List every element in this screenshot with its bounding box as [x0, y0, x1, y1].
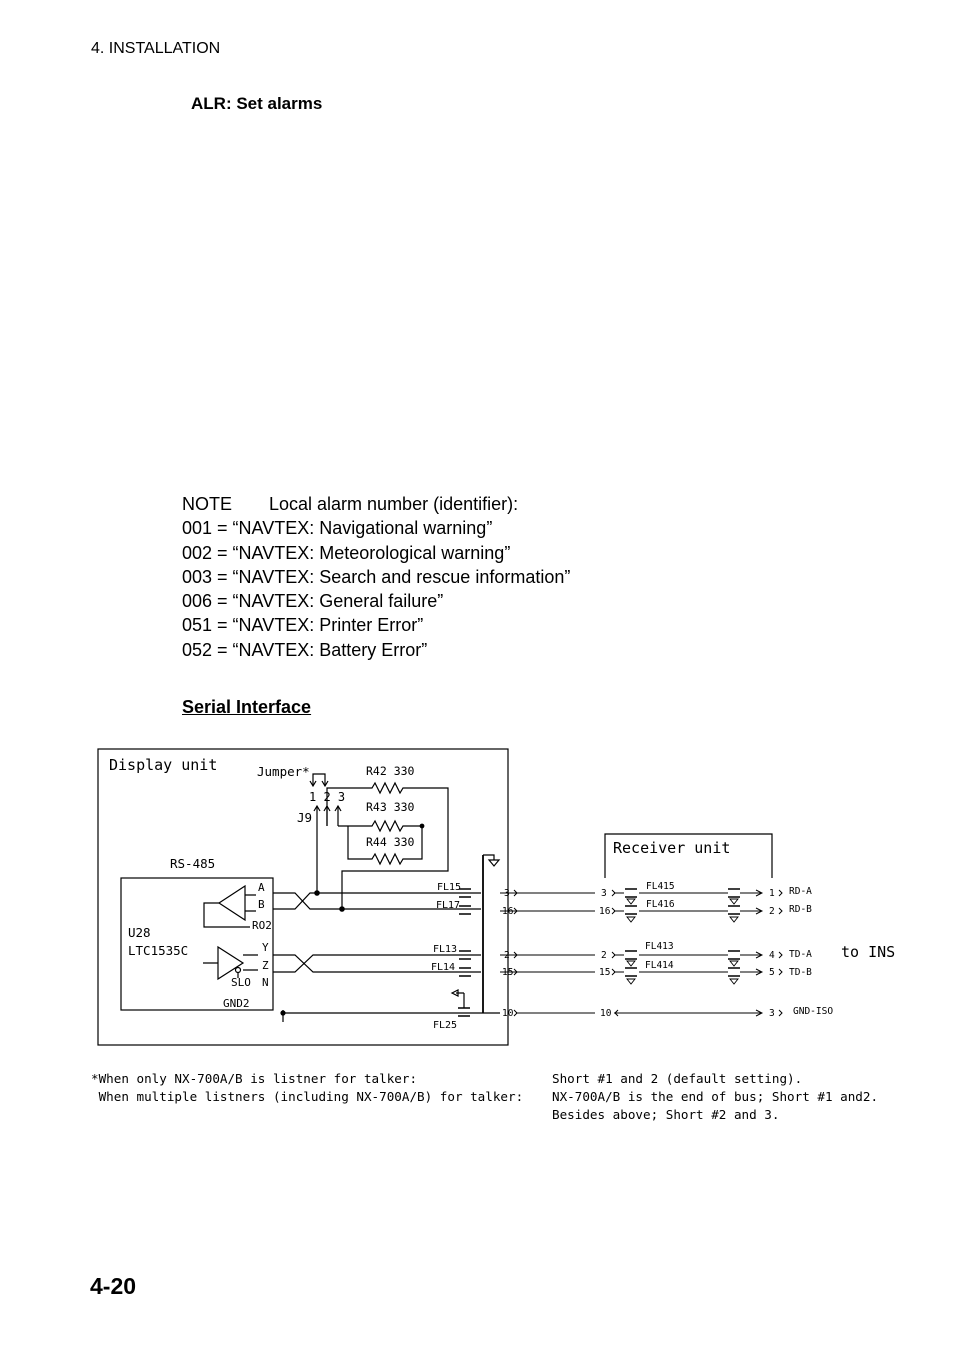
driver-buffer-icon: [217, 945, 245, 981]
footnote-line: NX-700A/B is the end of bus; Short #1 an…: [552, 1089, 879, 1104]
fl25-label: FL25: [433, 1020, 457, 1031]
page-number: 4-20: [90, 1273, 137, 1299]
fl416-label: FL416: [646, 899, 675, 910]
pin-number: 15: [599, 967, 610, 978]
footnote-line: Short #1 and 2 (default setting).: [552, 1071, 803, 1086]
pin-number: 3: [504, 888, 510, 899]
pin-number: 1: [769, 888, 775, 899]
pin-number: 16: [502, 906, 514, 917]
pin-y-label: Y: [262, 941, 269, 954]
alarm-item: 003 = “NAVTEX: Search and rescue informa…: [182, 566, 571, 587]
fl15-label: FL15: [437, 882, 461, 893]
alr-section-title: ALR: Set alarms: [191, 94, 323, 113]
note-heading: Local alarm number (identifier):: [269, 494, 519, 514]
footnote-line: Besides above; Short #2 and 3.: [552, 1107, 780, 1122]
signal-label: RD-A: [789, 886, 812, 897]
note-block: NOTE Local alarm number (identifier): 001…: [182, 492, 570, 662]
r42-resistor: [326, 781, 449, 911]
pin-number: 2: [504, 950, 510, 961]
r43-resistor: [338, 819, 422, 833]
alarm-item: 006 = “NAVTEX: General failure”: [182, 591, 444, 612]
alarm-item: 052 = “NAVTEX: Battery Error”: [182, 639, 428, 660]
pin-number: 3: [601, 888, 607, 899]
alarm-item: 001 = “NAVTEX: Navigational warning”: [182, 518, 493, 539]
footnote-line: When multiple listners (including NX-700…: [91, 1089, 524, 1104]
note-label: NOTE: [182, 494, 233, 514]
r44-label: R44 330: [366, 835, 415, 849]
r42-label: R42 330: [366, 764, 415, 778]
pin-number: 4: [769, 950, 775, 961]
receiver-unit-box: [604, 833, 773, 878]
rs485-label: RS-485: [170, 856, 215, 871]
signal-label: GND-ISO: [793, 1006, 833, 1017]
r44-resistor: [347, 826, 423, 866]
fl414-label: FL414: [645, 960, 674, 971]
ltc-label: LTC1535C: [128, 943, 188, 958]
pin-ro2-label: RO2: [252, 919, 272, 932]
jumper-link: [312, 773, 326, 786]
pin-number: 2: [769, 906, 775, 917]
gnd2-label: GND2: [223, 997, 250, 1010]
display-unit-label: Display unit: [109, 756, 217, 774]
r43-label: R43 330: [366, 800, 415, 814]
pin-b-label: B: [258, 898, 265, 911]
j9-label: J9: [297, 810, 312, 825]
pin-number: 10: [600, 1008, 612, 1019]
pin-number: 5: [769, 967, 775, 978]
pin-n-label: N: [262, 976, 269, 989]
pin-number: 3: [769, 1008, 775, 1019]
running-header: 4. INSTALLATION: [91, 40, 221, 57]
jumper-arrow-icon: [309, 780, 329, 788]
fl413-label: FL413: [645, 941, 674, 952]
pin-z-label: Z: [262, 959, 269, 972]
fl13-label: FL13: [433, 944, 457, 955]
pin-a-label: A: [258, 881, 265, 894]
signal-label: RD-B: [789, 904, 812, 915]
alarm-item: 051 = “NAVTEX: Printer Error”: [182, 615, 424, 636]
serial-interface-title: Serial Interface: [182, 697, 312, 717]
jumper-label: Jumper*: [257, 764, 310, 779]
fl14-label: FL14: [431, 962, 455, 973]
to-ins-label: to INS: [841, 943, 895, 961]
note-heading-row: NOTE Local alarm number (identifier):: [182, 492, 570, 516]
pin-number: 10: [502, 1008, 514, 1019]
pin-number: 15: [502, 967, 513, 978]
fl415-label: FL415: [646, 881, 675, 892]
signal-label: TD-A: [789, 949, 812, 960]
receiver-unit-label: Receiver unit: [613, 839, 730, 857]
fl17-label: FL17: [436, 900, 460, 911]
receiver-buffer-icon: [217, 884, 246, 922]
pin-number: 16: [599, 906, 611, 917]
footnote-line: *When only NX-700A/B is listner for talk…: [91, 1071, 418, 1086]
u28-label: U28: [128, 925, 151, 940]
display-unit-box: [97, 748, 509, 1046]
pin-slo-label: SLO: [231, 976, 251, 989]
signal-label: TD-B: [789, 967, 812, 978]
ground-symbol: [487, 859, 501, 867]
pin-number: 2: [601, 950, 607, 961]
alarm-item: 002 = “NAVTEX: Meteorological warning”: [182, 542, 511, 563]
u28-chip: [120, 877, 274, 1011]
